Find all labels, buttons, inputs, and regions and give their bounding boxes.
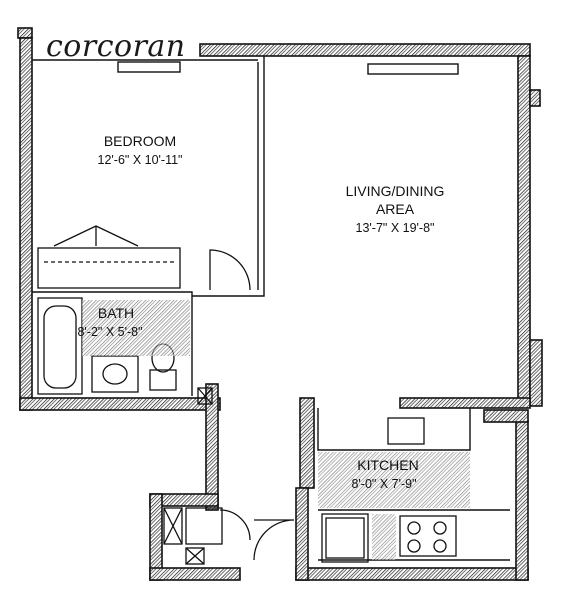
bedroom-dimensions: 12'-6" X 10'-11": [98, 153, 183, 167]
kitchen-dimensions: 8'-0" X 7'-9": [351, 477, 416, 491]
living-name-line2: AREA: [376, 201, 415, 217]
doors: [209, 249, 295, 561]
living-name-line1: LIVING/DINING: [346, 183, 445, 199]
bath-name: BATH: [98, 305, 134, 321]
kitchen-fixtures: [318, 417, 470, 563]
bath-dimensions: 8'-2" X 5'-8": [77, 325, 142, 339]
exterior-walls: [17, 27, 543, 581]
living-dimensions: 13'-7" X 19'-8": [356, 221, 435, 235]
corcoran-logo: corcoran: [46, 29, 186, 64]
kitchen-name: KITCHEN: [357, 457, 418, 473]
bedroom-closet: [37, 225, 181, 289]
bath-fixtures: [37, 297, 190, 395]
bedroom-name: BEDROOM: [104, 133, 176, 149]
entry-closet: [163, 387, 223, 565]
interior-walls: [32, 56, 510, 561]
